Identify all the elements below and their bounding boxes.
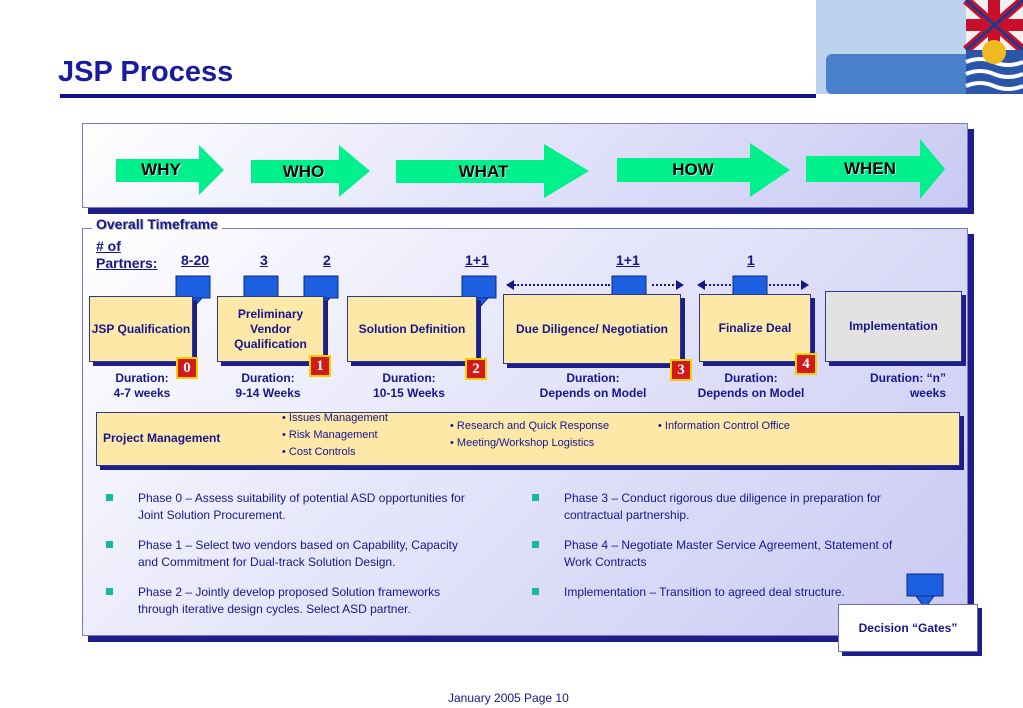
who-label: WHO xyxy=(282,162,325,181)
what-arrow xyxy=(396,144,589,198)
partner-count-preliminary: 3 xyxy=(260,252,268,268)
partner-count-finalize: 1 xyxy=(747,252,755,268)
why-label: WHY xyxy=(141,160,181,179)
phase-preliminary-vendor-qualification: Preliminary Vendor Qualification xyxy=(217,296,324,362)
due-diligence-span-line-left xyxy=(514,284,610,286)
pm-item: Cost Controls xyxy=(282,444,388,461)
slide-title: JSP Process xyxy=(58,56,234,88)
phase-note-4: Phase 4 – Negotiate Master Service Agree… xyxy=(564,538,893,569)
why-arrow xyxy=(116,145,224,195)
bullet-square xyxy=(532,494,539,501)
finalize-span-line-left xyxy=(705,284,731,286)
duration-jsp: Duration:4-7 weeks xyxy=(113,371,171,400)
implementation-label: Implementation xyxy=(849,319,938,333)
partner-count-jsp: 8-20 xyxy=(181,252,210,268)
bullet-square xyxy=(106,541,113,548)
phase-note-3: Phase 3 – Conduct rigorous due diligence… xyxy=(564,491,881,522)
decision-gates-legend: Decision “Gates” xyxy=(838,604,978,652)
gate-badge-4: 4 xyxy=(795,353,817,375)
gate-badge-1: 1 xyxy=(309,355,331,377)
gate-badge-0: 0 xyxy=(176,357,198,379)
phase-jsp-qualification: JSP Qualification xyxy=(89,296,193,362)
duration-implementation: Duration: “n”weeks xyxy=(870,371,946,400)
gate-badge-2: 2 xyxy=(465,358,487,380)
duration-preliminary: Duration:9-14 Weeks xyxy=(235,371,301,400)
pm-item: Risk Management xyxy=(282,427,388,444)
phase-solution-definition: Solution Definition xyxy=(347,296,477,362)
pm-list-controls: Issues Management Risk Management Cost C… xyxy=(282,410,388,461)
bullet-square xyxy=(532,541,539,548)
due-diligence-span-line-right xyxy=(652,284,678,286)
phase-implementation: Implementation xyxy=(825,291,962,362)
phase-note-5: Implementation – Transition to agreed de… xyxy=(564,585,845,599)
pm-item: Research and Quick Response xyxy=(450,418,609,435)
decision-gate-icon xyxy=(906,573,944,609)
partners-label: # of Partners: xyxy=(96,238,158,271)
duration-solution: Duration:10-15 Weeks xyxy=(373,371,445,400)
process-arrows-svg xyxy=(116,139,945,199)
title-underline xyxy=(60,94,816,98)
what-label: WHAT xyxy=(458,162,509,181)
phase-finalize-deal: Finalize Deal xyxy=(699,294,811,362)
partner-count-definition: 1+1 xyxy=(465,252,489,268)
phase-note-1: Phase 1 – Select two vendors based on Ca… xyxy=(138,538,458,569)
finalize-span-line-right xyxy=(769,284,803,286)
partner-count-solution: 2 xyxy=(323,252,331,268)
when-arrow xyxy=(806,139,945,199)
duration-due-diligence: Duration:Depends on Model xyxy=(539,371,647,400)
pm-list-information: Information Control Office xyxy=(658,418,790,435)
who-arrow xyxy=(251,145,370,197)
pm-item: Information Control Office xyxy=(658,418,790,435)
slide-footer: January 2005 Page 10 xyxy=(448,691,569,705)
duration-finalize: Duration:Depends on Model xyxy=(697,371,805,400)
bullet-square xyxy=(106,494,113,501)
pm-item: Issues Management xyxy=(282,410,388,427)
pm-item: Meeting/Workshop Logistics xyxy=(450,435,609,452)
bullet-square xyxy=(106,588,113,595)
how-arrow xyxy=(617,143,790,197)
how-label: HOW xyxy=(672,160,714,179)
phase-note-0: Phase 0 – Assess suitability of potentia… xyxy=(138,491,465,522)
phase-due-diligence: Due Diligence/ Negotiation xyxy=(503,294,681,364)
span-arrowheads xyxy=(506,280,809,290)
project-management-label: Project Management xyxy=(103,431,221,445)
flag-logo-image xyxy=(816,0,1023,94)
partner-count-due-diligence: 1+1 xyxy=(616,252,640,268)
when-label: WHEN xyxy=(844,159,896,178)
pm-list-logistics: Research and Quick Response Meeting/Work… xyxy=(450,418,609,452)
overall-timeframe-label: Overall Timeframe xyxy=(92,216,222,232)
phase-note-2: Phase 2 – Jointly develop proposed Solut… xyxy=(138,585,441,616)
bullet-square xyxy=(532,588,539,595)
gate-badge-3: 3 xyxy=(670,359,692,381)
